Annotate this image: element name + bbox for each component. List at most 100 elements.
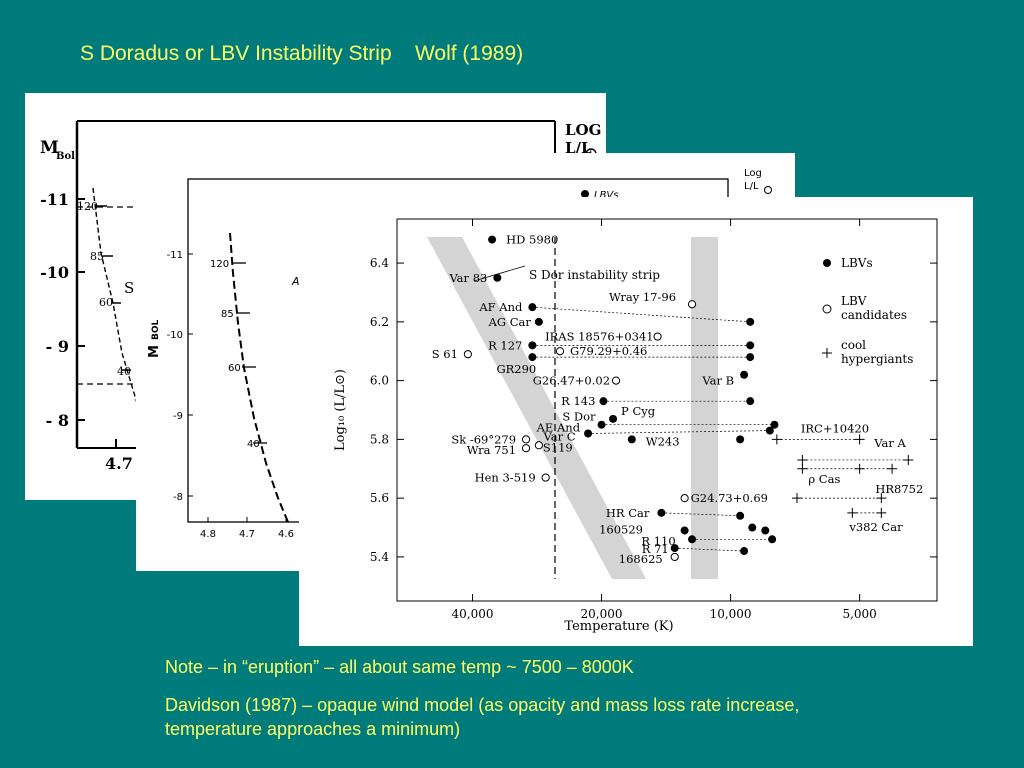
back-right-label2: L/L xyxy=(565,139,592,157)
transition-connector xyxy=(661,512,741,517)
star-label: Var 83 xyxy=(448,271,487,285)
star-label: AE And xyxy=(536,421,581,435)
hypergiant-point xyxy=(797,454,808,465)
star-label: R 71 xyxy=(642,542,669,556)
diagonal-instability-strip xyxy=(427,237,646,579)
mid-ylabel: M xyxy=(147,345,162,358)
lbv-point xyxy=(736,511,745,520)
mid-partial-label: A xyxy=(291,275,300,288)
star-label: Wra 751 xyxy=(467,443,516,457)
connector-lines xyxy=(532,306,909,552)
y-tick-label: 6.4 xyxy=(370,256,389,270)
legend-hypergiant-1: cool xyxy=(841,338,866,352)
mid-right-label2: L/L xyxy=(744,181,759,192)
mid-right-label: Log xyxy=(744,168,762,179)
star-label: G79.29+0.46 xyxy=(570,344,647,358)
star-label: G24.73+0.69 xyxy=(691,491,768,505)
star-label: W243 xyxy=(646,434,680,448)
y-tick-label: 5.8 xyxy=(370,432,389,446)
lbv-point xyxy=(599,397,608,406)
star-label: Var C xyxy=(543,429,576,443)
lbv-point xyxy=(765,426,774,435)
lbv-point xyxy=(528,341,537,350)
mid-xtick: 4.8 xyxy=(200,529,216,540)
y-tick-label: 5.6 xyxy=(370,491,389,505)
transition-connector xyxy=(674,547,745,552)
legend-marker-lbv xyxy=(823,259,831,267)
star-label: HR Car xyxy=(606,506,650,520)
mid-ylabel-sub: BOL xyxy=(151,319,161,340)
back-mass-label: 120 xyxy=(77,200,98,213)
back-mass-label: 40 xyxy=(117,365,131,378)
back-right-label: LOG xyxy=(565,121,601,139)
lbv-point xyxy=(688,535,697,544)
lbv-point xyxy=(609,414,618,423)
star-label: Hen 3-519 xyxy=(475,471,536,485)
lbv-point xyxy=(528,303,537,312)
hypergiant-point xyxy=(903,454,914,465)
transition-connector xyxy=(588,430,770,434)
legend-lbv: LBVs xyxy=(841,256,873,270)
lbv-candidate-point xyxy=(611,376,621,385)
lbv-point xyxy=(627,435,636,444)
lbv-point xyxy=(680,526,689,535)
lbv-candidate-point xyxy=(653,332,662,341)
hypergiant-point xyxy=(887,463,898,474)
hypergiant-point xyxy=(791,493,802,504)
back-partial-label: S xyxy=(124,279,134,297)
lbv-point xyxy=(488,235,497,244)
legend-candidate-2: candidates xyxy=(841,308,907,322)
lbv-candidate-point xyxy=(463,350,472,359)
lbv-candidate-point xyxy=(534,441,543,450)
lbv-point xyxy=(740,370,749,379)
mid-legend-marker xyxy=(581,190,589,198)
y-tick-label: 6.0 xyxy=(370,374,389,388)
mid-mass-label: 60 xyxy=(228,363,241,374)
x-tick-label: 20,000 xyxy=(581,607,623,621)
legend-marker-hypergiant xyxy=(822,348,832,358)
hypergiant-point xyxy=(847,507,858,518)
star-label: Var A xyxy=(873,436,906,450)
star-label: 160529 xyxy=(599,522,643,536)
star-label: IRC+10420 xyxy=(801,421,869,435)
mid-mass-label: 85 xyxy=(221,309,234,320)
back-ylabel-sub: Bol xyxy=(56,151,75,162)
lbv-candidate-point xyxy=(541,473,550,482)
slide-title: S Doradus or LBV Instability Strip Wolf … xyxy=(80,42,524,65)
star-label: R 110 xyxy=(641,534,675,548)
mid-xtick: 4.7 xyxy=(239,529,255,540)
star-label: Var B xyxy=(701,374,734,388)
star-label: P Cyg xyxy=(621,404,656,418)
x-tick-label: 5,000 xyxy=(842,607,876,621)
lbv-point xyxy=(768,535,777,544)
back-track xyxy=(92,187,138,404)
strip-label: S Dor instability strip xyxy=(529,268,660,282)
lbv-point xyxy=(736,435,745,444)
hypergiant-point xyxy=(876,507,887,518)
mid-sun-symbol xyxy=(764,186,772,194)
back-ylabel: M xyxy=(40,138,59,158)
back-ytick: -10 xyxy=(40,263,69,282)
lbv-point xyxy=(493,273,502,282)
back-ytick: -11 xyxy=(40,190,69,209)
star-label: S119 xyxy=(543,440,573,454)
mid-ytick: -9 xyxy=(173,411,183,422)
star-label: R 127 xyxy=(488,338,522,352)
slide-notes: Note – in “eruption” – all about same te… xyxy=(165,655,845,755)
star-label: HR8752 xyxy=(875,482,923,496)
hypergiant-point xyxy=(771,434,782,445)
mid-mass-label: 120 xyxy=(210,259,229,270)
x-tick-label: 40,000 xyxy=(451,607,493,621)
x-axis-label: Temperature (K) xyxy=(564,619,673,634)
back-mass-label: 60 xyxy=(99,296,113,309)
mid-ytick: -8 xyxy=(173,492,183,503)
back-mass-label: 85 xyxy=(90,250,104,263)
star-label: AG Car xyxy=(488,315,532,329)
back-ytick: - 9 xyxy=(46,337,69,356)
plot-frame xyxy=(396,218,938,602)
mid-track xyxy=(229,232,289,523)
strip-label-pointer xyxy=(473,265,526,282)
lbv-point xyxy=(746,397,755,406)
lbv-candidate-point xyxy=(680,494,689,503)
lbv-point xyxy=(584,429,593,438)
